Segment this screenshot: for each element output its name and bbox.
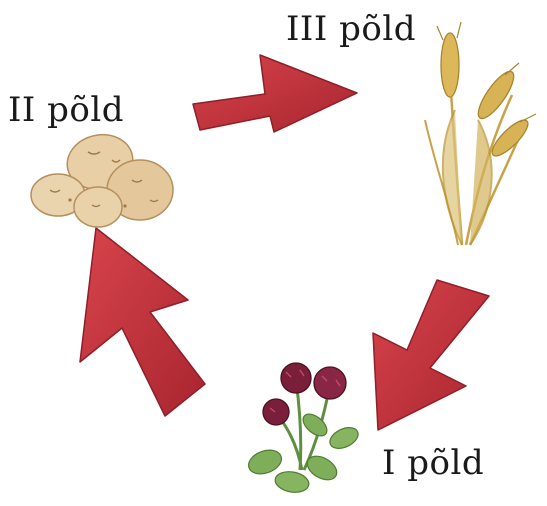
wheat-icon bbox=[425, 22, 536, 245]
field-label-first: I põld bbox=[382, 446, 484, 480]
arrow-third-to-first bbox=[373, 280, 489, 430]
clover-icon bbox=[245, 363, 361, 495]
field-label-third: III põld bbox=[286, 12, 416, 46]
arrow-second-to-third bbox=[193, 55, 357, 132]
arrow-first-to-second bbox=[80, 228, 205, 416]
potato-icon bbox=[31, 129, 173, 227]
field-label-second: II põld bbox=[8, 93, 124, 127]
